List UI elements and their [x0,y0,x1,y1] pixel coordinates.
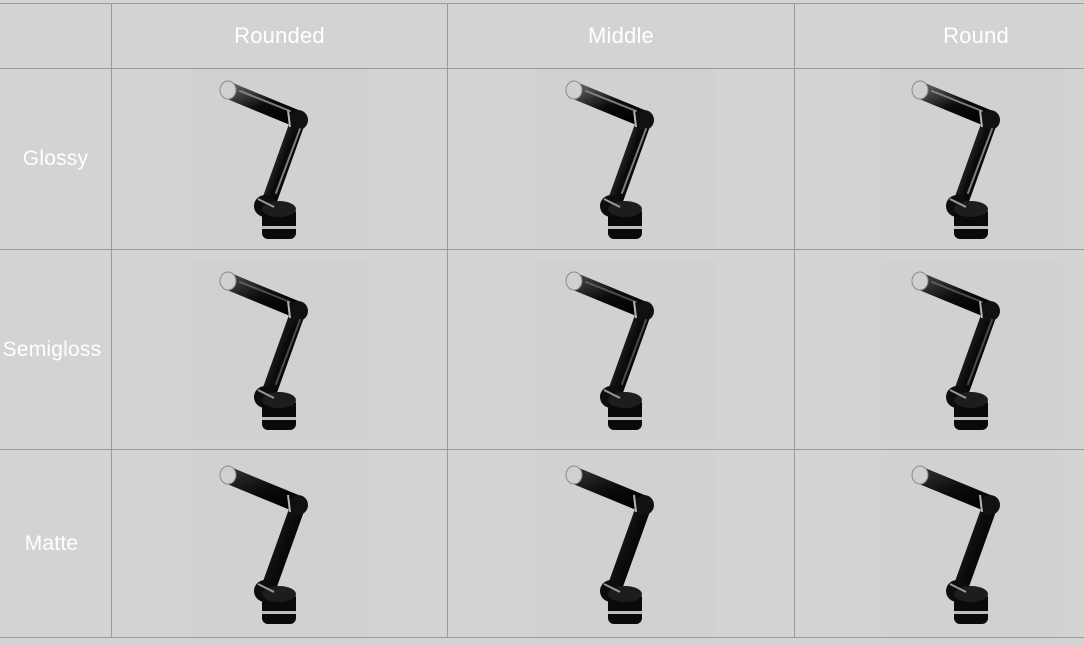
robot-arm-drawing [565,465,654,624]
robot-arm-drawing [565,271,654,430]
column-header-rounded: Rounded [234,23,325,48]
robot-arm-drawing [219,271,308,430]
robot-arm-image [882,454,1062,634]
grid-line [0,68,1084,69]
robot-arm-drawing [911,80,1000,239]
robot-arm-image [536,454,716,634]
robot-arm-drawing [219,465,308,624]
robot-arm-image [190,69,370,249]
column-header-middle: Middle [587,23,654,48]
grid-line [0,249,1084,250]
grid-line [0,637,1084,638]
cell-semigloss-middle [536,260,716,440]
grid-line [111,3,112,638]
row-header-glossy: Glossy [22,147,89,170]
cell-semigloss-round [882,260,1062,440]
row-header-matte: Matte [24,531,79,555]
robot-arm-drawing [565,80,654,239]
cell-glossy-middle [536,69,716,249]
grid-line [0,3,1084,4]
cell-glossy-rounded [190,69,370,249]
grid-line [794,3,795,638]
robot-arm-image [536,260,716,440]
row-header-semigloss: Semigloss [2,337,102,361]
column-header-round: Round [943,23,1009,48]
robot-arm-image [882,260,1062,440]
robot-arm-drawing [219,80,308,239]
grid-line [0,449,1084,450]
cell-matte-middle [536,454,716,634]
cell-matte-round [882,454,1062,634]
cell-glossy-round [882,69,1062,249]
cell-matte-rounded [190,454,370,634]
robot-arm-image [190,454,370,634]
robot-arm-drawing [911,465,1000,624]
grid-line [447,3,448,638]
robot-arm-image [190,260,370,440]
robot-arm-image [536,69,716,249]
robot-arm-drawing [911,271,1000,430]
cell-semigloss-rounded [190,260,370,440]
robot-arm-image [882,69,1062,249]
